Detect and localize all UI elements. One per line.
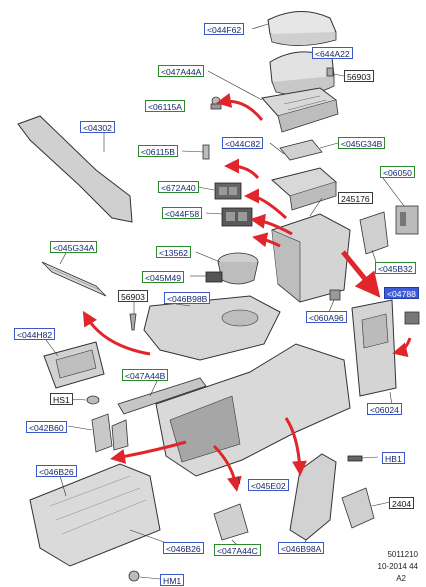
fastener-part [86, 395, 100, 405]
part-label-044F58[interactable]: <044F58 [162, 207, 203, 219]
clip-part [404, 311, 420, 325]
switch-panel-part [214, 182, 242, 200]
part-label-046B98A[interactable]: <046B98A [278, 542, 325, 554]
part-label-245176[interactable]: 245176 [338, 192, 373, 204]
part-label-04302[interactable]: <04302 [80, 121, 115, 133]
storage-bin-part [271, 213, 351, 303]
part-label-046B98B[interactable]: <046B98B [164, 292, 211, 304]
part-label-045M49[interactable]: <045M49 [142, 271, 185, 283]
part-label-047A44C[interactable]: <047A44C [214, 544, 261, 556]
part-label-047A44A[interactable]: <047A44A [158, 65, 205, 77]
screw-part [326, 67, 334, 77]
cover-part [341, 487, 375, 529]
part-label-046B26[interactable]: <046B26 [36, 465, 77, 477]
part-label-56903[interactable]: 56903 [118, 290, 148, 302]
side-panel-part [29, 463, 161, 567]
part-label-HM1[interactable]: HM1 [160, 574, 185, 586]
diagram-revision: A2 [396, 574, 406, 583]
part-label-13562[interactable]: <13562 [156, 246, 191, 258]
part-label-044F62[interactable]: <044F62 [204, 23, 245, 35]
bolt-part [347, 455, 363, 462]
diagram-date-code: 10-2014 44 [377, 562, 418, 571]
support-brace-part [17, 115, 133, 223]
part-label-042B60[interactable]: <042B60 [26, 421, 67, 433]
part-label-044H82[interactable]: <044H82 [14, 328, 56, 340]
part-label-06050[interactable]: <06050 [380, 166, 415, 178]
part-label-2404[interactable]: 2404 [389, 497, 415, 509]
bracket-part [91, 413, 129, 453]
part-label-HB1[interactable]: HB1 [382, 452, 405, 464]
part-label-060A96[interactable]: <060A96 [306, 311, 347, 323]
part-label-06024[interactable]: <06024 [367, 403, 402, 415]
push-pin-part [210, 96, 222, 110]
storage-mat-part [41, 261, 107, 297]
clip-part [329, 289, 341, 301]
console-tray-part [270, 167, 338, 211]
part-label-045E02[interactable]: <045E02 [248, 479, 289, 491]
assembly-arrows [82, 93, 412, 492]
part-label-047A44B[interactable]: <047A44B [122, 369, 169, 381]
part-label-044C82[interactable]: <044C82 [222, 137, 264, 149]
part-label-06115A[interactable]: <06115A [145, 100, 186, 112]
part-label-045G34A[interactable]: <045G34A [50, 241, 98, 253]
part-label-045G34B[interactable]: <045G34B [338, 137, 386, 149]
part-label-04788[interactable]: <04788 [384, 287, 419, 299]
trim-strip-part [117, 377, 207, 415]
part-label-046B26[interactable]: <046B26 [163, 542, 204, 554]
bezel-part [43, 341, 105, 389]
switch-panel-part [221, 207, 253, 227]
clip-part [205, 271, 223, 283]
part-label-06115B[interactable]: <06115B [138, 145, 179, 157]
bracket-part [395, 205, 419, 235]
screw-part [129, 313, 137, 331]
diagram-reference-number: 5011210 [387, 550, 418, 559]
cup-holder-part [217, 252, 259, 285]
lid-hinge-part [261, 87, 339, 133]
part-label-045B32[interactable]: <045B32 [375, 262, 416, 274]
part-label-HS1[interactable]: HS1 [50, 393, 73, 405]
side-trim-part [289, 453, 337, 541]
rear-panel-part [351, 299, 397, 397]
part-label-672A40[interactable]: <672A40 [158, 181, 199, 193]
cover-part [213, 503, 249, 541]
console-body-part [155, 343, 351, 477]
storage-mat-part [279, 139, 323, 161]
part-label-56903[interactable]: 56903 [344, 70, 374, 82]
armrest-lid-part [267, 10, 337, 46]
upper-console-trim-part [143, 295, 281, 361]
bracket-part [359, 211, 389, 255]
part-label-644A22[interactable]: <644A22 [312, 47, 353, 59]
nut-part [128, 570, 140, 582]
